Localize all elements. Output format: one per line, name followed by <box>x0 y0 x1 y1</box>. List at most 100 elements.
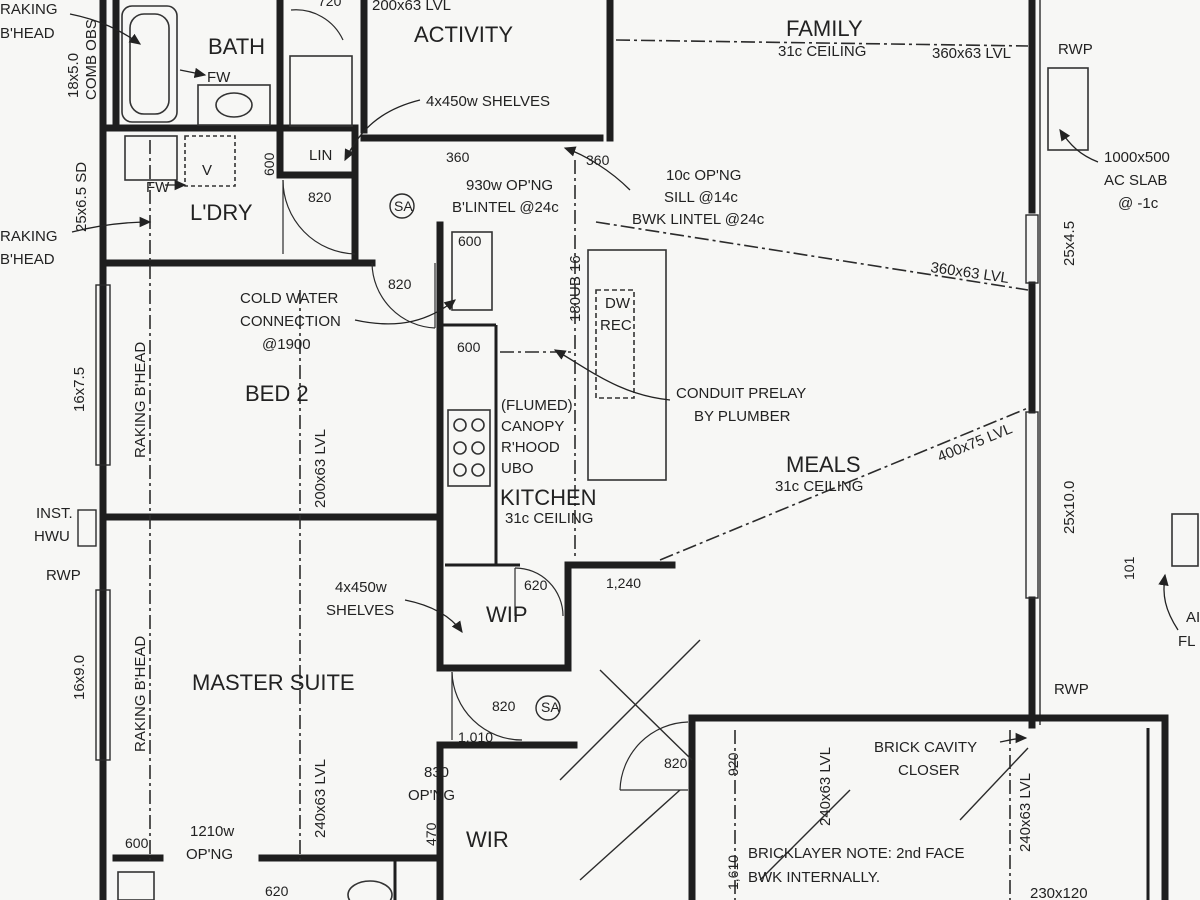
note-bricklayer-1: BRICKLAYER NOTE: 2nd FACE <box>748 845 964 862</box>
beam-360x63-top: 360x63 LVL <box>932 45 1011 62</box>
dim-720: 720 <box>318 0 342 9</box>
beam-240x63-vert-1: 240x63 LVL <box>312 759 329 838</box>
note-raking-top-2: B'HEAD <box>0 25 55 42</box>
room-label-meals: MEALS <box>786 452 861 477</box>
note-rwp-left: RWP <box>46 567 81 584</box>
column-25x4-5: 25x4.5 <box>1061 221 1078 266</box>
note-canopy-1: (FLUMED) <box>501 397 573 414</box>
note-raking-top-1: RAKING <box>0 1 58 18</box>
note-cold-water-1: COLD WATER <box>240 290 339 307</box>
note-opng-830-2: OP'NG <box>408 787 455 804</box>
note-opng-10c-2: SILL @14c <box>664 189 738 206</box>
note-opng-1210-2: OP'NG <box>186 846 233 863</box>
dim-470: 470 <box>423 822 439 846</box>
note-comb-obs-2: COMB OBS <box>83 19 100 100</box>
dim-360-b: 360 <box>586 152 610 168</box>
room-label-laundry: L'DRY <box>190 200 253 225</box>
room-label-lin: LIN <box>309 147 332 164</box>
note-shelves-mid-2: SHELVES <box>326 602 394 619</box>
note-bricklayer-2: BWK INTERNALLY. <box>748 869 880 886</box>
note-dw-2: REC <box>600 317 632 334</box>
note-fw-1: FW <box>207 69 231 86</box>
note-canopy-4: UBO <box>501 460 534 477</box>
beam-400x75: 400x75 LVL <box>935 420 1015 465</box>
dim-1610: 1,610 <box>725 855 741 890</box>
room-label-master-suite: MASTER SUITE <box>192 670 355 695</box>
smoke-alarm-icon <box>535 695 561 721</box>
note-ac-slab-3: @ -1c <box>1118 195 1159 212</box>
leader-arrows <box>69 13 1179 744</box>
dim-1240: 1,240 <box>606 575 641 591</box>
dim-600-k2: 600 <box>457 339 481 355</box>
note-cold-water-3: @1900 <box>262 336 311 353</box>
dim-360-a: 360 <box>446 149 470 165</box>
note-hwu-1: INST. <box>36 505 73 522</box>
note-opng-10c-1: 10c OP'NG <box>666 167 741 184</box>
ceiling-kitchen: 31c CEILING <box>505 510 593 527</box>
note-conduit-1: CONDUIT PRELAY <box>676 385 806 402</box>
dim-820-bed: 820 <box>388 276 412 292</box>
note-rwp-right: RWP <box>1054 681 1089 698</box>
room-label-bed-2: BED 2 <box>245 381 309 406</box>
smoke-alarm-icon <box>389 193 415 219</box>
room-label-wir: WIR <box>466 827 509 852</box>
note-shelves-mid-1: 4x450w <box>335 579 387 596</box>
fixtures <box>77 5 1199 900</box>
note-sa-1: SA <box>394 198 413 214</box>
note-cold-water-2: CONNECTION <box>240 313 341 330</box>
note-ac-slab-2: AC SLAB <box>1104 172 1167 189</box>
note-fw-2: FW <box>146 179 170 196</box>
column-16x9: 16x9.0 <box>71 655 88 700</box>
note-shelves-top: 4x450w SHELVES <box>426 93 550 110</box>
note-opng-830-1: 830 <box>424 764 449 781</box>
dim-1010: 1,010 <box>458 729 493 745</box>
note-ac-slab-1: 1000x500 <box>1104 149 1170 166</box>
note-opng-1210-1: 1210w <box>190 823 234 840</box>
room-label-bath: BATH <box>208 34 265 59</box>
dim-620-ms: 620 <box>265 883 289 899</box>
note-brick-cavity-1: BRICK CAVITY <box>874 739 977 756</box>
room-label-wip: WIP <box>486 602 528 627</box>
beam-230x120: 230x120 <box>1030 885 1088 900</box>
note-sa-2: SA <box>541 699 560 715</box>
note-edge-fl: FL <box>1178 633 1196 650</box>
note-opng-930-2: B'LINTEL @24c <box>452 199 559 216</box>
column-25x10: 25x10.0 <box>1061 481 1078 534</box>
dim-600-ms: 600 <box>125 835 149 851</box>
dim-820-hall: 820 <box>492 698 516 714</box>
dim-820-lin: 820 <box>308 189 332 205</box>
note-conduit-2: BY PLUMBER <box>694 408 791 425</box>
beam-200x63-top: 200x63 LVL <box>372 0 451 14</box>
note-brick-cavity-2: CLOSER <box>898 762 960 779</box>
note-ub: 180UB 16 <box>567 255 584 322</box>
door-swings <box>282 9 1029 881</box>
dim-920: 920 <box>725 752 741 776</box>
note-opng-930-1: 930w OP'NG <box>466 177 553 194</box>
note-raking-mid-1: RAKING <box>0 228 58 245</box>
note-sd: 25x6.5 SD <box>73 162 90 232</box>
beam-360x63-mid: 360x63 LVL <box>929 259 1010 287</box>
room-label-kitchen: KITCHEN <box>500 485 597 510</box>
note-opng-10c-3: BWK LINTEL @24c <box>632 211 765 228</box>
note-v-box: V <box>202 162 212 179</box>
dim-600-k1: 600 <box>458 233 482 249</box>
note-edge-ai: AI <box>1186 609 1200 626</box>
beam-200x63-vert: 200x63 LVL <box>312 429 329 508</box>
dim-101: 101 <box>1121 556 1137 580</box>
note-raking-mid-2: B'HEAD <box>0 251 55 268</box>
note-canopy-2: CANOPY <box>501 418 564 435</box>
walls <box>99 0 1169 900</box>
dim-820-door: 820 <box>664 755 688 771</box>
ceiling-family: 31c CEILING <box>778 43 866 60</box>
dim-600-lin: 600 <box>261 152 277 176</box>
beam-240x63-vert-3: 240x63 LVL <box>1017 773 1034 852</box>
note-comb-obs-1: 18x5.0 <box>65 53 82 98</box>
dim-620-wip: 620 <box>524 577 548 593</box>
note-canopy-3: R'HOOD <box>501 439 560 456</box>
note-rwp-top: RWP <box>1058 41 1093 58</box>
note-raking-vert-1: RAKING B'HEAD <box>132 342 149 458</box>
room-label-activity: ACTIVITY <box>414 22 513 47</box>
beam-240x63-vert-2: 240x63 LVL <box>817 747 834 826</box>
ceiling-meals: 31c CEILING <box>775 478 863 495</box>
